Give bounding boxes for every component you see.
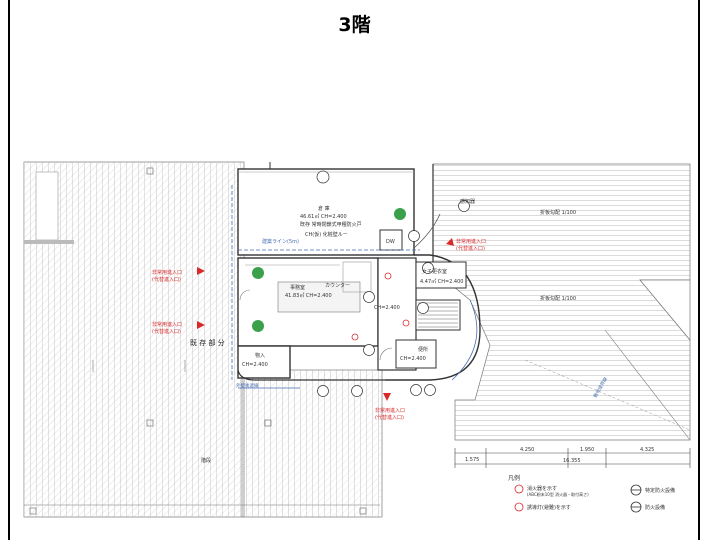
toilet-name: 便所 (418, 346, 428, 353)
sensor-label: 感知器 (460, 198, 475, 205)
dim-3: 1.950 (580, 447, 594, 453)
dim-2: 4.250 (520, 447, 534, 453)
dim-total: 16.355 (563, 458, 581, 464)
emergency-entry-3-sub: (代替進入口) (375, 414, 404, 421)
counter-label: カウンター (325, 282, 350, 289)
emergency-entry-1: 非常用進入口 (152, 269, 182, 276)
stair-label: 階段 (201, 457, 211, 464)
green-symbol (252, 267, 264, 279)
dimension-line (454, 448, 691, 468)
legend-item-5: 防火設備 (645, 504, 665, 511)
slope-label-1: 折板勾配 1/100 (540, 209, 576, 216)
detector-symbols (316, 170, 470, 397)
storage-name: 物入 (255, 352, 265, 359)
green-symbols (252, 208, 406, 332)
existing-part-label: 既 存 部 分 (190, 338, 225, 347)
storage-ch: CH=2.400 (242, 362, 268, 368)
hall-ch: CH=2.400 (374, 305, 400, 311)
locker-area: 4.47㎡ CH=2.400 (420, 278, 463, 285)
legend-symbols (514, 484, 642, 513)
office-name: 事務室 (290, 284, 305, 291)
dim-4: 4.325 (640, 447, 654, 453)
right-roof-area (432, 163, 691, 441)
emergency-entry-4: 非常用進入口 (456, 238, 486, 245)
slope-label-2: 折板勾配 1/100 (540, 295, 576, 302)
page-frame (8, 0, 700, 540)
dim-1: 1.575 (465, 457, 479, 463)
emergency-entry-1-sub: (代替進入口) (152, 276, 181, 283)
office-area: 41.83㎡ CH=2.400 (285, 292, 332, 299)
legend-item-3: 誘導灯(避難)を示す (527, 504, 571, 511)
legend-item-4: 特定防火設備 (645, 487, 675, 494)
existing-roof-area (23, 161, 383, 518)
emergency-entry-4-sub: (代替進入口) (456, 245, 485, 252)
toilet-ch: CH=2.400 (400, 356, 426, 362)
warehouse-name: 倉 庫 (318, 205, 330, 212)
legend-item-1: 消火器を示す (527, 485, 557, 492)
green-symbol (252, 320, 264, 332)
wc-note: CH(仮) 化粧壁ルー (305, 231, 348, 238)
dw-label: DW (386, 239, 395, 245)
building-line-label: 建築ライン(5m) (262, 238, 299, 245)
legend-title: 凡例 (508, 474, 520, 482)
locker-name: 女子更衣室 (422, 268, 447, 275)
wall-line-label: 外壁後退線 (236, 382, 259, 389)
page-title: 3階 (338, 14, 371, 36)
emergency-entry-2: 非常用進入口 (152, 321, 182, 328)
warehouse-area: 46.61㎡ CH=2.400 (300, 213, 347, 220)
emergency-entry-markers (197, 238, 454, 401)
emergency-entry-3: 非常用進入口 (375, 407, 405, 414)
green-symbol (394, 208, 406, 220)
warehouse-note: 既存 常時閉鎖式甲種防火戸 (300, 221, 362, 228)
extinguisher-symbols (351, 272, 410, 341)
legend-item-2: (ABC粉末10型 消火器・取付高さ) (527, 491, 589, 497)
emergency-entry-2-sub: (代替進入口) (152, 328, 181, 335)
